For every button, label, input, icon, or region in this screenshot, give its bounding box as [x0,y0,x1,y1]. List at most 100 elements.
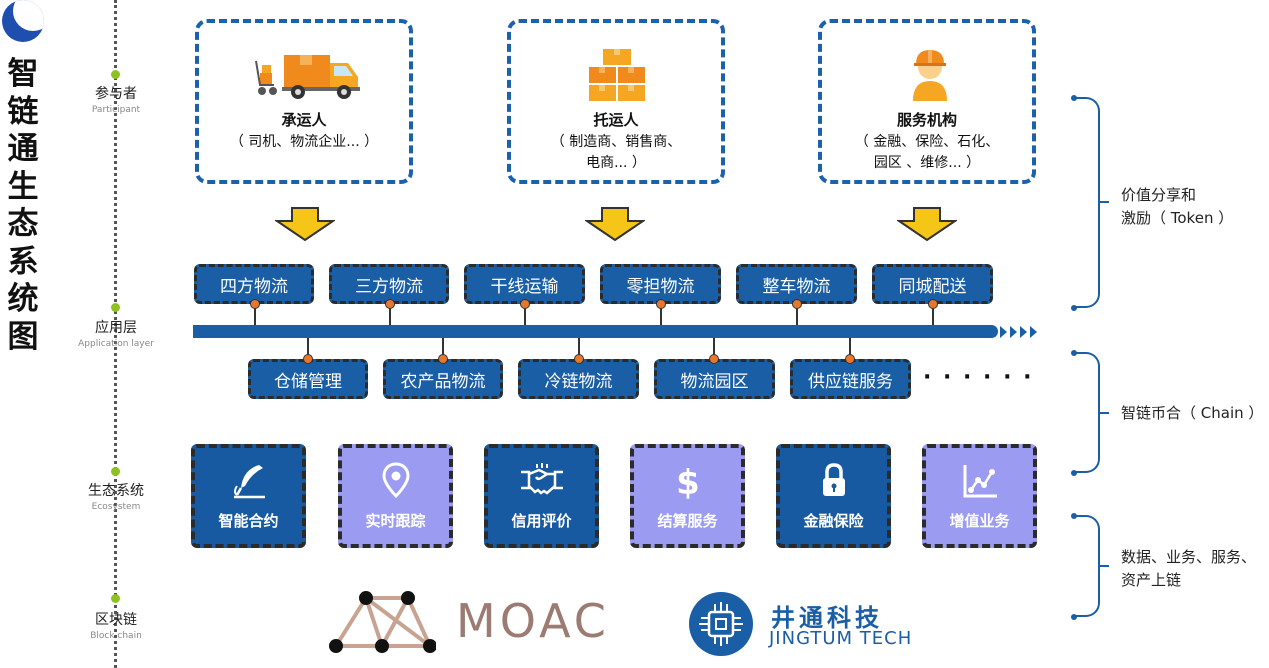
app-tag: 供应链服务 [790,359,911,399]
right-label-chain: 智链币合（ Chain ） [1121,404,1264,422]
participant-desc: （ 金融、保险、石化、 园区 、维修... ） [854,134,1000,171]
feather-pen-icon [233,465,265,499]
layer-label-participant: 参与者 [95,86,137,102]
down-arrow-icon [585,207,645,241]
worker-helmet-icon [913,50,947,101]
app-tag: 仓储管理 [248,359,368,399]
eco-tile-label: 增值业务 [949,512,1010,530]
connector-knot [438,354,448,364]
dollar-icon: $ [676,463,700,500]
brand-logo-icon [2,0,44,42]
down-arrow-icon [275,207,335,241]
down-arrow-icon [897,207,957,241]
connector-knot [385,299,395,309]
connector-knot [574,354,584,364]
brace-tip [1099,565,1109,567]
jingtum-logo-name: 井通科技 [771,604,883,632]
more-ellipsis: · · · · · · [923,365,1034,390]
delivery-truck-icon [255,55,360,99]
connector-line [307,338,309,360]
participant-shipper: 托运人 （ 制造商、销售商、 电商... ） [507,19,725,184]
title-char: 统 [7,281,39,317]
eco-tile-label: 结算服务 [657,512,718,530]
connector-knot [928,299,938,309]
moac-logo-icon [329,591,436,653]
bus-arrow-icon [1000,326,1037,338]
title-char: 态 [7,206,39,242]
connector-knot [656,299,666,309]
right-label-line: 价值分享和 [1121,186,1197,204]
connector-line [932,305,934,325]
participant-carrier: 承运人 （ 司机、物流企业... ） [195,19,413,184]
app-tag: 三方物流 [329,264,449,304]
connector-line [578,338,580,360]
line-chart-icon [963,465,997,498]
layer-sub-application: Application layer [78,339,154,349]
right-label-line: 激励（ Token ） [1121,209,1234,227]
right-label-data: 数据、业务、服务、 资产上链 [1121,546,1256,592]
timeline-dot [111,594,120,603]
location-pin-icon [381,462,410,499]
brace-endpoint [1071,470,1077,476]
timeline-dot [111,467,120,476]
jingtum-logo-icon [689,592,753,656]
connector-knot [792,299,802,309]
eco-tile-label: 金融保险 [803,512,864,530]
eco-tile-label: 实时跟踪 [365,512,426,530]
stacked-boxes-icon [589,49,645,101]
right-label-line: 资产上链 [1121,571,1182,589]
app-tag: 四方物流 [194,264,314,304]
title-char: 系 [7,243,39,280]
app-tag: 整车物流 [736,264,857,304]
eco-tile-tracking: 实时跟踪 [338,444,453,548]
brace-endpoint [1071,305,1077,311]
connector-line [254,305,256,325]
connector-knot [709,354,719,364]
connector-line [524,305,526,325]
participant-title: 服务机构 [896,111,957,129]
connector-knot [845,354,855,364]
participant-desc: （ 司机、物流企业... ） [229,134,379,150]
brace-token [1074,97,1100,308]
layer-timeline [114,0,117,668]
eco-tile-credit: 信用评价 [484,444,599,548]
connector-line [389,305,391,325]
connector-knot [303,354,313,364]
brace-tip [1099,201,1109,203]
app-tag: 冷链物流 [518,359,639,399]
layer-sub-ecosystem: Ecosystem [91,502,141,512]
moac-logo-text: MOAC [456,594,610,648]
title-char: 图 [7,318,39,355]
eco-tile-smart-contract: 智能合约 [191,444,306,548]
layer-sub-blockchain: Block chain [90,631,142,641]
connector-line [796,305,798,325]
brace-chain [1074,352,1100,473]
connector-knot [520,299,530,309]
brace-tip [1099,412,1109,414]
right-label-line: 数据、业务、服务、 [1121,548,1257,566]
app-tag: 同城配送 [872,264,993,304]
title-char: 通 [7,131,39,167]
layer-sub-participant: Participant [91,105,141,115]
connector-line [442,338,444,360]
lock-icon [822,463,845,496]
timeline-dot [111,70,120,79]
app-tag: 物流园区 [654,359,775,399]
connector-knot [250,299,260,309]
app-tag: 零担物流 [600,264,721,304]
handshake-icon [520,463,563,495]
participant-title: 托运人 [593,111,639,129]
app-tag: 干线运输 [464,264,585,304]
layer-label-ecosystem: 生态系统 [88,483,144,499]
app-tag: 农产品物流 [383,359,503,399]
title-char: 生 [7,168,39,205]
eco-tile-settlement: $ 结算服务 [630,444,745,548]
title-char: 智 [7,56,39,92]
eco-tile-finance: 金融保险 [776,444,891,548]
participant-service: 服务机构 （ 金融、保险、石化、 园区 、维修... ） [818,19,1036,184]
eco-tile-value-added: 增值业务 [922,444,1037,548]
application-bus [193,325,998,338]
brace-endpoint [1071,614,1077,620]
layer-label-application: 应用层 [95,320,137,336]
svg-text:$: $ [676,463,700,500]
